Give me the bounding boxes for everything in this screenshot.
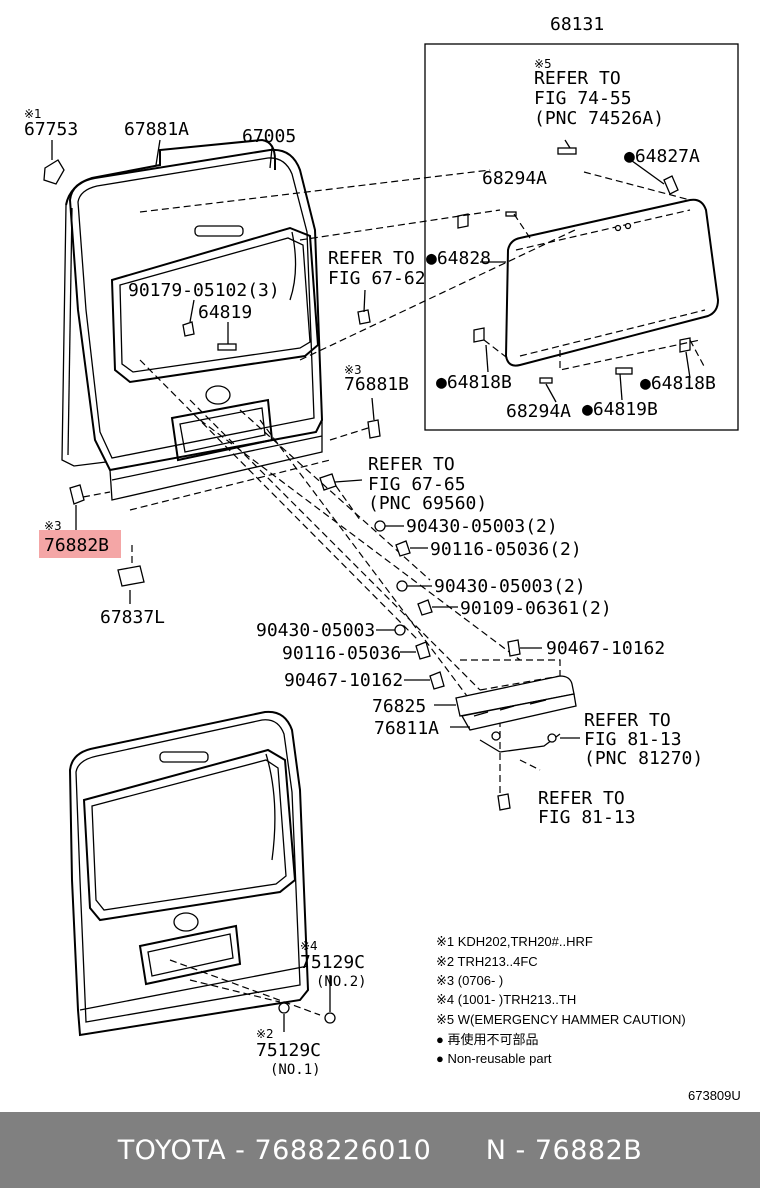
- label-refer-74-55-l1: REFER TO: [534, 68, 621, 89]
- label-76811a: 76811A: [374, 718, 439, 739]
- label-refer-81-13a-l1: REFER TO: [584, 710, 671, 731]
- part-67837l-shape: [117, 565, 145, 587]
- notes: ※1 KDH202,TRH20#..HRF ※2 TRH213..4FC ※3 …: [436, 934, 686, 1066]
- label-75129c-bot-mark: ※2: [256, 1027, 274, 1041]
- label-refer-81-13a-l3: (PNC 81270): [584, 748, 703, 769]
- label-68131: 68131: [550, 14, 604, 35]
- label-90467-a: 90467-10162: [546, 638, 665, 659]
- label-75129c-top: 75129C: [300, 952, 365, 973]
- label-90430-c: 90430-05003: [256, 620, 375, 641]
- label-90430-a: 90430-05003(2): [406, 516, 558, 537]
- label-refer-74-55-l2: FIG 74-55: [534, 88, 632, 109]
- label-90116-b: 90116-05036: [282, 643, 401, 664]
- label-67753-mark: ※1: [24, 107, 42, 121]
- footer-bar: TOYOTA - 7688226010 N - 76882B: [0, 1112, 760, 1188]
- label-refer-74-55-l3: (PNC 74526A): [534, 108, 664, 129]
- label-64819: 64819: [198, 302, 252, 323]
- label-76881b-mark: ※3: [344, 363, 362, 377]
- label-75129c-top-no: (NO.2): [316, 974, 367, 990]
- rear-garnish: [455, 675, 580, 753]
- fasteners: [374, 520, 521, 811]
- note-5: ※5 W(EMERGENCY HAMMER CAUTION): [436, 1012, 686, 1027]
- label-67005: 67005: [242, 126, 296, 147]
- note-7: ● Non-reusable part: [436, 1051, 552, 1066]
- label-75129c-bot-no: (NO.1): [270, 1062, 321, 1078]
- label-90109: 90109-06361(2): [460, 598, 612, 619]
- note-6: ● 再使用不可部品: [436, 1032, 538, 1047]
- label-refer-74-55-mark: ※5: [534, 57, 552, 71]
- label-64827a: ●64827A: [624, 146, 700, 167]
- label-90467-b: 90467-10162: [284, 670, 403, 691]
- label-refer-67-62-l1: REFER TO: [328, 248, 415, 269]
- note-4: ※4 (1001- )TRH213..TH: [436, 992, 576, 1007]
- label-refer-81-13b-l1: REFER TO: [538, 788, 625, 809]
- footer-text: TOYOTA - 7688226010 N - 76882B: [117, 1134, 643, 1166]
- label-67837l: 67837L: [100, 607, 165, 628]
- label-68294a-bottom: 68294A: [506, 401, 571, 422]
- label-67753: 67753: [24, 119, 78, 140]
- part-76882b-shape: [69, 484, 85, 505]
- label-76882b: 76882B: [44, 535, 109, 556]
- label-75129c-bot: 75129C: [256, 1040, 321, 1061]
- note-3: ※3 (0706- ): [436, 973, 503, 988]
- label-64819b: ●64819B: [582, 399, 658, 420]
- label-64818b-right: ●64818B: [640, 373, 716, 394]
- part-67753-shape: [43, 159, 65, 185]
- label-refer-67-65-l1: REFER TO: [368, 454, 455, 475]
- label-76881b: 76881B: [344, 374, 409, 395]
- label-64818b-left: ●64818B: [436, 372, 512, 393]
- label-90430-b: 90430-05003(2): [434, 576, 586, 597]
- back-door-panel: [61, 138, 324, 501]
- label-68294a-top: 68294A: [482, 168, 547, 189]
- label-refer-81-13a-l2: FIG 81-13: [584, 729, 682, 750]
- window-glass: [504, 198, 720, 367]
- label-refer-67-65-l2: FIG 67-65: [368, 474, 466, 495]
- back-door-lower-view: [68, 710, 310, 1037]
- label-refer-67-62-l2: FIG 67-62: [328, 268, 426, 289]
- label-90116-a: 90116-05036(2): [430, 539, 582, 560]
- part-76881b-shape: [367, 419, 381, 439]
- label-76882b-mark: ※3: [44, 519, 62, 533]
- label-67881a: 67881A: [124, 119, 189, 140]
- glass-assembly-box: [424, 43, 739, 431]
- label-refer-67-65-l3: (PNC 69560): [368, 493, 487, 514]
- note-1: ※1 KDH202,TRH20#..HRF: [436, 934, 593, 949]
- parts-diagram: 68131 ※5 REFER TO FIG 74-55 (PNC 74526A)…: [24, 14, 741, 1103]
- label-90179: 90179-05102(3): [128, 280, 280, 301]
- note-2: ※2 TRH213..4FC: [436, 954, 538, 969]
- highlight-76882b: [39, 530, 121, 558]
- label-64828: ●64828: [426, 248, 491, 269]
- part-labels: 68131 ※5 REFER TO FIG 74-55 (PNC 74526A)…: [24, 14, 716, 1078]
- label-75129c-top-mark: ※4: [300, 939, 318, 953]
- figure-id: 673809U: [688, 1088, 741, 1103]
- label-refer-81-13b-l2: FIG 81-13: [538, 807, 636, 828]
- label-76825: 76825: [372, 696, 426, 717]
